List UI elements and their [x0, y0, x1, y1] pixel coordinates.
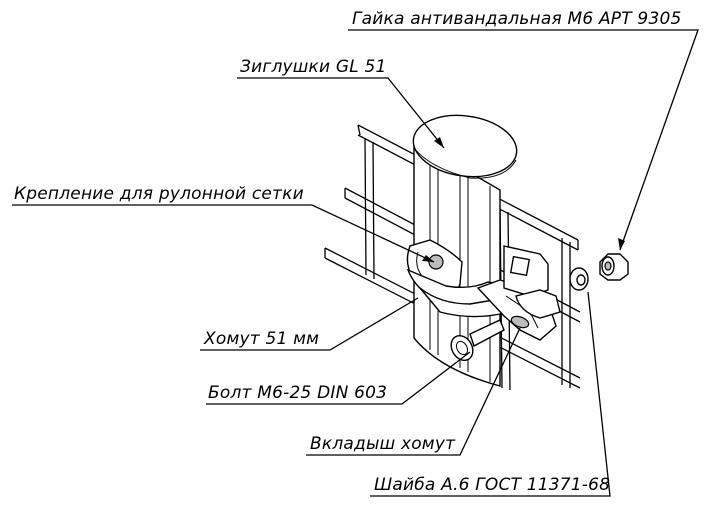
label-mount: Крепление для рулонной сетки — [14, 184, 304, 204]
clamp-insert-block — [503, 245, 561, 329]
label-washer: Шайба А.6 ГОСТ 11371-68 — [374, 475, 610, 495]
post-cap — [412, 114, 518, 179]
label-insert: Вкладыш хомут — [310, 434, 456, 454]
label-cap: Зиглушки GL 51 — [240, 57, 387, 77]
bolt — [450, 319, 505, 362]
label-nut: Гайка антивандальная М6 АРТ 9305 — [352, 9, 682, 29]
label-bolt: Болт М6-25 DIN 603 — [208, 383, 387, 403]
anti-vandal-nut — [599, 253, 629, 281]
callout-labels: Гайка антивандальная М6 АРТ 9305 Зиглушк… — [14, 9, 682, 495]
leader-lines — [12, 29, 699, 497]
label-clamp: Хомут 51 мм — [203, 329, 319, 349]
washer — [569, 267, 589, 291]
